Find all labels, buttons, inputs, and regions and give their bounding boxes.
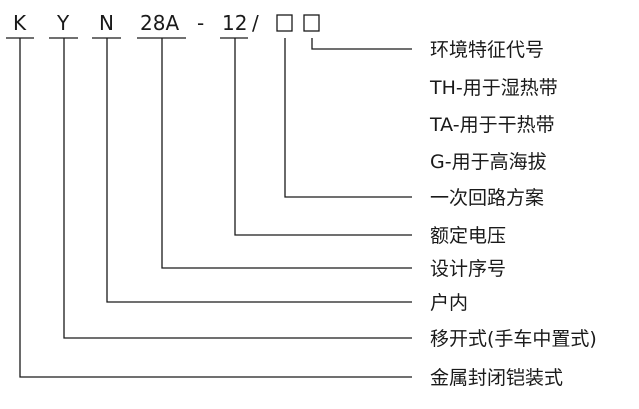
- desc-design-no: 设计序号: [430, 258, 506, 280]
- desc-env-g: G-用于高海拔: [430, 151, 547, 173]
- desc-metal-enclosed: 金属封闭铠装式: [430, 367, 563, 389]
- leader-withdrawable: [63, 38, 412, 339]
- desc-environment: 环境特征代号: [430, 39, 544, 61]
- leader-scheme: [284, 38, 412, 198]
- code-letter-y: Y: [56, 11, 70, 35]
- desc-env-ta: TA-用于干热带: [429, 114, 555, 136]
- leader-environment: [311, 38, 412, 50]
- leader-metal-enclosed: [19, 38, 412, 378]
- code-dash: -: [197, 11, 204, 35]
- desc-scheme: 一次回路方案: [430, 187, 544, 209]
- code-voltage: 12: [222, 11, 247, 35]
- code-slash: /: [252, 11, 259, 35]
- desc-withdrawable: 移开式(手车中置式): [430, 328, 597, 350]
- leader-indoor: [106, 38, 412, 303]
- desc-voltage: 额定电压: [430, 225, 506, 247]
- leader-design-no: [161, 38, 412, 269]
- code-letter-n: N: [99, 11, 114, 35]
- code-letter-k: K: [13, 11, 27, 35]
- leader-voltage: [234, 38, 412, 236]
- desc-env-th: TH-用于湿热带: [429, 77, 558, 99]
- code-series: 28A: [140, 11, 179, 35]
- environment-placeholder-box: [303, 14, 320, 32]
- desc-indoor: 户内: [430, 292, 468, 314]
- scheme-placeholder-box: [276, 14, 293, 32]
